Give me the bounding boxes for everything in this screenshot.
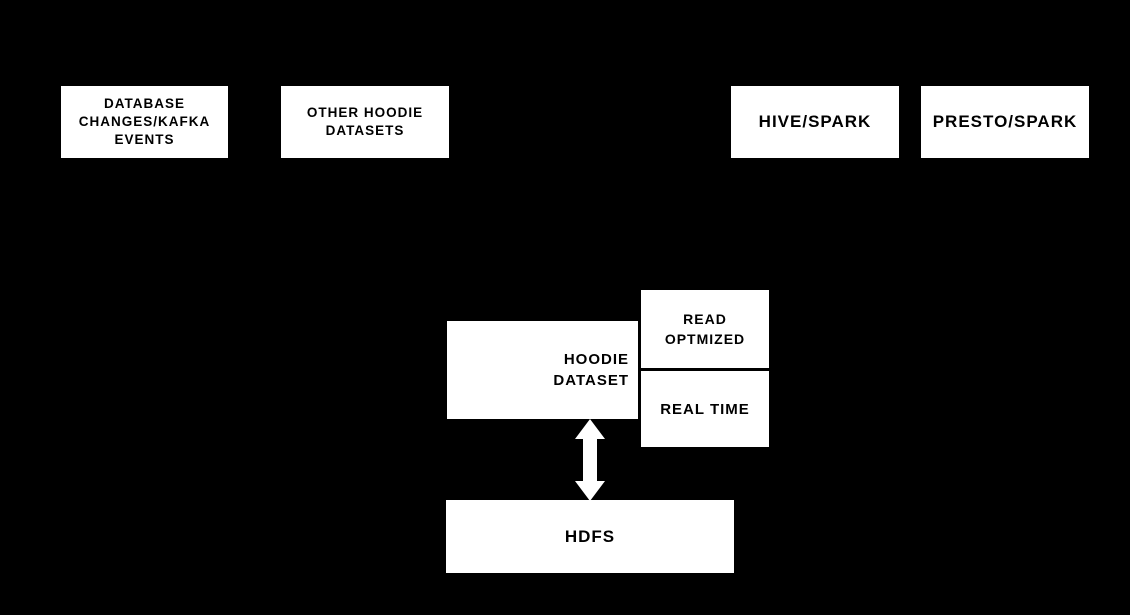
bidirectional-arrow-icon [575, 419, 605, 501]
node-real-time-view: REAL TIME [641, 371, 769, 447]
node-presto-spark: PRESTO/SPARK [921, 86, 1089, 158]
node-hdfs: HDFS [446, 500, 734, 573]
node-hoodie-dataset: HOODIE DATASET [447, 321, 638, 419]
node-hive-spark: HIVE/SPARK [731, 86, 899, 158]
node-database-changes-kafka-events: DATABASE CHANGES/KAFKA EVENTS [61, 86, 228, 158]
node-read-optmized-view: READ OPTMIZED [641, 290, 769, 368]
node-other-hoodie-datasets: OTHER HOODIE DATASETS [281, 86, 449, 158]
bidirectional-arrow-shape [575, 419, 605, 501]
